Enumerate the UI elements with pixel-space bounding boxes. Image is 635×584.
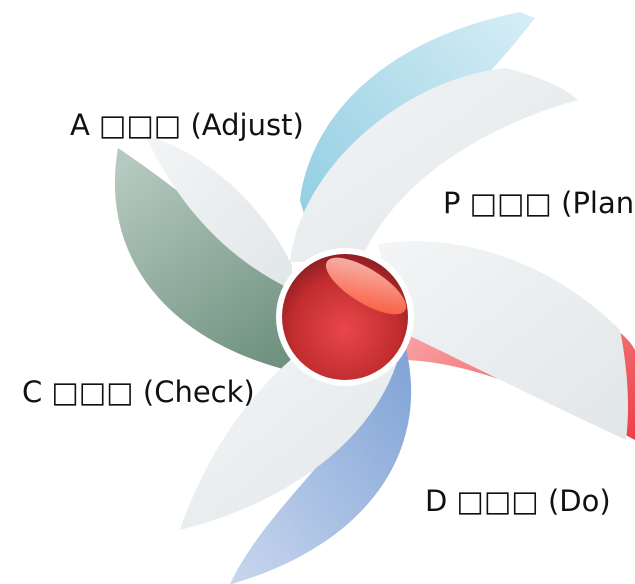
petal-bottom [180, 352, 400, 530]
label-check: C □□□ (Check) [22, 375, 255, 409]
petal-top [290, 68, 578, 262]
label-adjust: A □□□ (Adjust) [70, 108, 304, 142]
petal-right [378, 241, 628, 440]
adjust-blade [114, 148, 300, 372]
label-do: D □□□ (Do) [425, 484, 611, 518]
petal-left [145, 135, 292, 290]
hub-highlight [325, 257, 407, 315]
label-plan: P □□□ (Plan [443, 186, 635, 220]
